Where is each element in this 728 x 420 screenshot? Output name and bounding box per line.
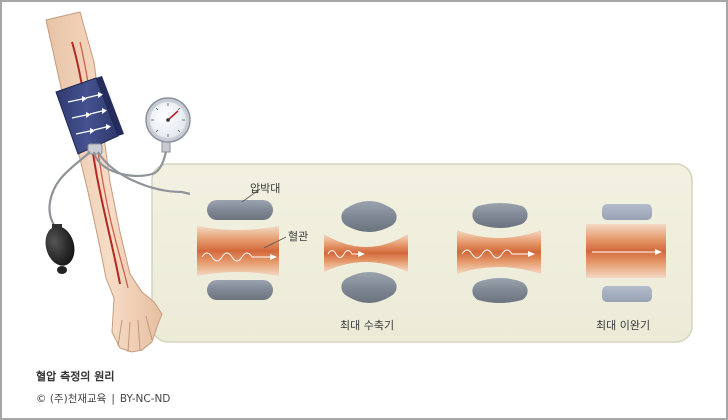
- label-vessel: 혈관: [288, 229, 308, 243]
- copyright-text: © (주)천재교육: [36, 391, 106, 406]
- label-systolic: 최대 수축기: [340, 319, 394, 332]
- pump-bulb: [41, 223, 78, 274]
- license-text: BY-NC-ND: [120, 393, 171, 405]
- figure-credit: © (주)천재교육|BY-NC-ND: [36, 391, 170, 406]
- arm: [46, 12, 162, 352]
- pressure-gauge: [146, 98, 190, 152]
- credit-separator: |: [106, 393, 120, 405]
- label-cuff: 압박대: [250, 182, 280, 195]
- label-diastolic: 최대 이완기: [596, 319, 650, 332]
- figure-caption-title: 혈압 측정의 원리: [36, 368, 115, 384]
- blood-pressure-illustration: 압박대 혈관 최대 수축기 최대 이완기: [2, 2, 728, 362]
